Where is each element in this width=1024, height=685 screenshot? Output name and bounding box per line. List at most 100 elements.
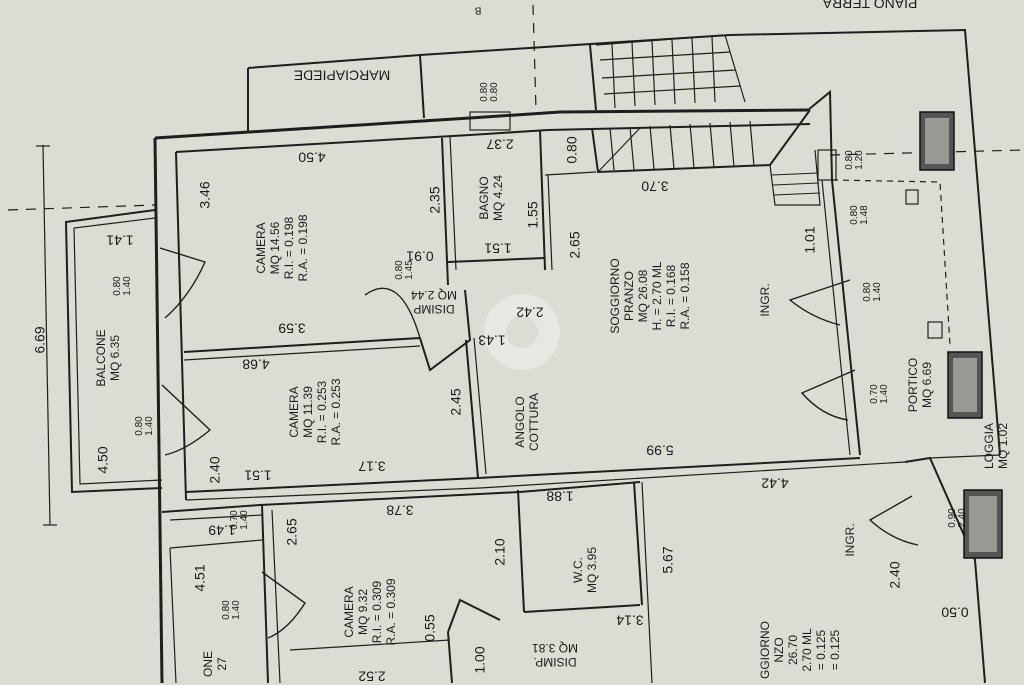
room-disimp-2: DISIMP. MQ 3.81 — [531, 641, 579, 669]
plan-label: PIANO TERRA — [822, 0, 918, 12]
dim-0-80: 0.80 — [563, 136, 580, 164]
dim-1-00: 1.00 — [471, 646, 488, 674]
site-boundary — [729, 28, 1001, 456]
window-tag-balcone-1: 0.80 1.40 — [112, 276, 133, 296]
label-ingresso-1: INGR. — [758, 283, 772, 317]
balcony-inner — [73, 217, 163, 485]
dim-4-50-top: 4.50 — [298, 149, 326, 166]
dim-3-46: 3.46 — [196, 181, 213, 209]
label-ingresso-2: INGR. — [843, 523, 857, 557]
dim-2-40-left: 2.40 — [206, 456, 223, 484]
outdoor-stairs — [595, 34, 746, 109]
window-tag-portico: 0.70 1.40 — [869, 384, 890, 404]
wall-camera3-left — [261, 504, 269, 683]
wall-camera2-right — [465, 339, 479, 479]
stairs-steps — [597, 120, 755, 173]
room-soggiorno-2-partial: GGIORNO NZO 26.70 2.70 ML = 0.125 = 0.12… — [758, 620, 842, 680]
window-tag-disimp: 0.80 1.45 — [394, 260, 415, 280]
room-angolo-cottura: ANGOLO COTTURA — [513, 393, 541, 451]
wall-mid-horizontal — [185, 457, 861, 493]
street-steps-edge — [589, 44, 597, 111]
window-tag-stairs: 0.80 1.20 — [844, 150, 865, 170]
dim-2-42: 2.42 — [516, 304, 544, 321]
vent-grille-loggia — [963, 489, 1003, 559]
dim-4-51: 4.51 — [191, 564, 208, 592]
wall-disimp — [419, 289, 472, 372]
dim-4-68: 4.68 — [242, 356, 270, 373]
room-balcone-2-partial: ONE 27 — [201, 650, 229, 678]
axis-marker-b: B — [474, 4, 482, 16]
window-tag-balcone-2: 0.80 1.40 — [134, 416, 155, 436]
dim-5-99: 5.99 — [646, 442, 674, 459]
wall-wc-bottom — [523, 604, 641, 613]
room-soggiorno: SOGGIORNO PRANZO MQ 26.08 H. = 2.70 ML R… — [608, 258, 692, 334]
room-balcone: BALCONE MQ 6.35 — [94, 329, 122, 387]
street-mid-line — [419, 54, 425, 119]
dim-2-40-right: 2.40 — [886, 561, 903, 589]
window-tag-balcone-3: 0.80 1.40 — [221, 600, 242, 620]
window-tag-ingr-1: 0.80 1.40 — [862, 282, 883, 302]
room-wc: W.C. MQ 3.95 — [571, 546, 599, 594]
wall-left-inner — [175, 151, 187, 501]
wall-balcony2-top — [169, 539, 263, 549]
balcony-outline — [64, 209, 163, 494]
wall-bagno-right — [539, 129, 546, 271]
room-camera-1: CAMERA MQ 14.56 R.I. = 0.198 R.A. = 0.19… — [254, 214, 310, 282]
dim-2-52: 2.52 — [358, 668, 386, 685]
dim-2-65: 2.65 — [566, 231, 583, 259]
door-disimp2 — [447, 598, 501, 633]
dim-1-51: 1.51 — [244, 467, 272, 484]
room-loggia: LOGGIA MQ 1.02 — [982, 422, 1010, 470]
stairs-outline — [591, 109, 811, 174]
window-tag-ingr-2: 0.90 2.40 — [947, 508, 968, 528]
room-bagno: BAGNO MQ 4.24 — [477, 174, 505, 222]
room-camera-3: CAMERA MQ 9.32 R.I. = 0.309 R.A. = 0.309 — [342, 578, 398, 646]
dim-6-69: 6.69 — [31, 326, 48, 354]
wall-lower-top — [161, 481, 641, 513]
vent-grille-top-right — [919, 111, 955, 171]
dim-3-14: 3.14 — [616, 612, 644, 629]
dim-1-88: 1.88 — [546, 488, 574, 505]
wall-camera3-right — [517, 489, 525, 613]
window-tag-soggiorno-1: 0.80 1.48 — [849, 205, 870, 225]
wall-soggiorno-right — [807, 89, 861, 456]
dim-4-42: 4.42 — [761, 475, 789, 492]
wall-left — [153, 137, 164, 683]
door-swings — [159, 247, 919, 639]
axis-lines — [7, 4, 1024, 211]
dim-0-50: 0.50 — [941, 604, 969, 621]
dim-2-45: 2.45 — [447, 388, 464, 416]
dim-2-10: 2.10 — [491, 538, 508, 566]
window-tag-lower: 0.70 1.40 — [229, 510, 250, 530]
wall-camera1-camera2 — [183, 337, 421, 353]
room-portico: PORTICO MQ 6.69 — [906, 357, 934, 413]
dim-2-37: 2.37 — [486, 136, 514, 153]
dim-1-01: 1.01 — [801, 226, 818, 254]
dim-3-70: 3.70 — [641, 178, 669, 195]
wall-camera1-right — [441, 137, 449, 286]
watermark-logo — [484, 294, 560, 370]
dim-4-50-balcony: 4.50 — [94, 446, 111, 474]
wall-bagno-bottom — [447, 257, 546, 263]
dim-5-67: 5.67 — [659, 546, 676, 574]
wall-loggia — [904, 456, 986, 683]
room-disimp-1: DISIMP MQ 2.44 — [410, 288, 458, 316]
dim-2-65-camera3: 2.65 — [283, 518, 300, 546]
dim-2-35: 2.35 — [426, 186, 443, 214]
dim-1-55: 1.55 — [524, 201, 541, 229]
wall-top-inner — [175, 123, 811, 153]
dim-1-41: 1.41 — [106, 232, 134, 249]
dim-3-59: 3.59 — [278, 320, 306, 337]
window-tag-bagno: 0.80 0.80 — [479, 82, 500, 102]
vent-grille-portico — [947, 351, 983, 419]
portico-edge — [831, 179, 951, 346]
dim-1-43: 1.43 — [478, 332, 506, 349]
wall-top — [154, 108, 809, 140]
dim-0-55: 0.55 — [421, 614, 438, 642]
dim-1-51-bagno: 1.51 — [484, 240, 512, 257]
wall-wc-right — [633, 481, 643, 606]
street-label: MARCIAPIEDE — [293, 67, 391, 84]
room-camera-2: CAMERA MQ 11.39 R.I. = 0.253 R.A. = 0.25… — [287, 378, 343, 446]
